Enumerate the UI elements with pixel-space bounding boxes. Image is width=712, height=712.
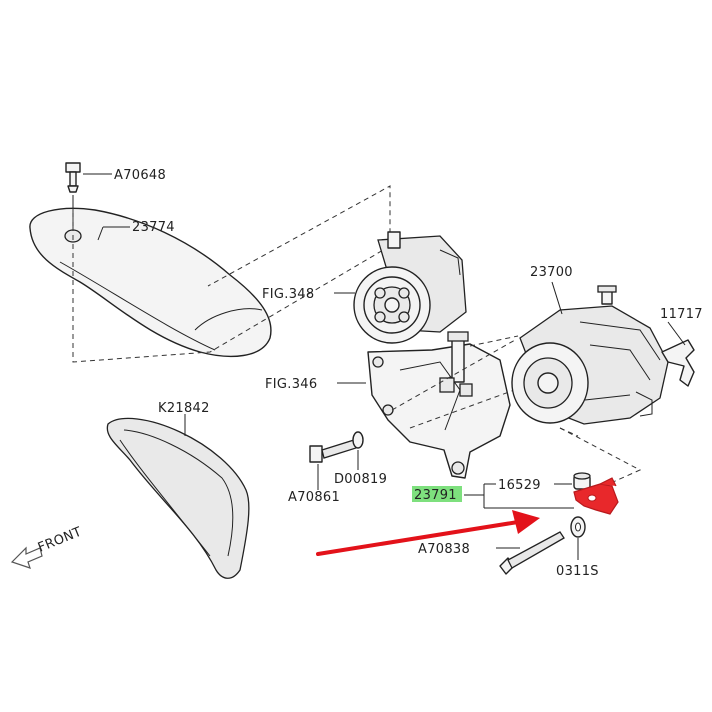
label-highlight [412, 486, 462, 502]
front-label: FRONT [36, 525, 84, 556]
label-23774: 23774 [132, 220, 175, 235]
mount-16529 [573, 472, 591, 490]
front-direction-arrow-icon [10, 546, 43, 569]
label-23791: 23791 [414, 488, 457, 503]
alternator-23700 [511, 285, 669, 425]
bolt-a70838 [499, 531, 565, 575]
label-16529: 16529 [498, 478, 541, 493]
label-fig346: FIG.346 [265, 377, 317, 392]
red-pointer-arrow [316, 510, 540, 556]
bolt-a70648 [65, 162, 81, 193]
label-0311s: 0311S [556, 564, 599, 579]
bracket-11717 [661, 339, 695, 387]
label-23700: 23700 [530, 265, 573, 280]
label-a70648: A70648 [114, 168, 166, 183]
drive-belt-k21842 [106, 417, 250, 579]
mounting-bracket [367, 331, 511, 479]
label-fig348: FIG.348 [262, 287, 314, 302]
label-a70861: A70861 [288, 490, 340, 505]
bolt-a70861 [309, 431, 364, 463]
power-steering-pump [353, 231, 467, 344]
label-11717: 11717 [660, 307, 703, 322]
label-k21842: K21842 [158, 401, 210, 416]
label-a70838: A70838 [418, 542, 470, 557]
bracket-23791-highlighted [573, 477, 619, 515]
washer-0311s [570, 516, 586, 538]
label-d00819: D00819 [334, 472, 387, 487]
